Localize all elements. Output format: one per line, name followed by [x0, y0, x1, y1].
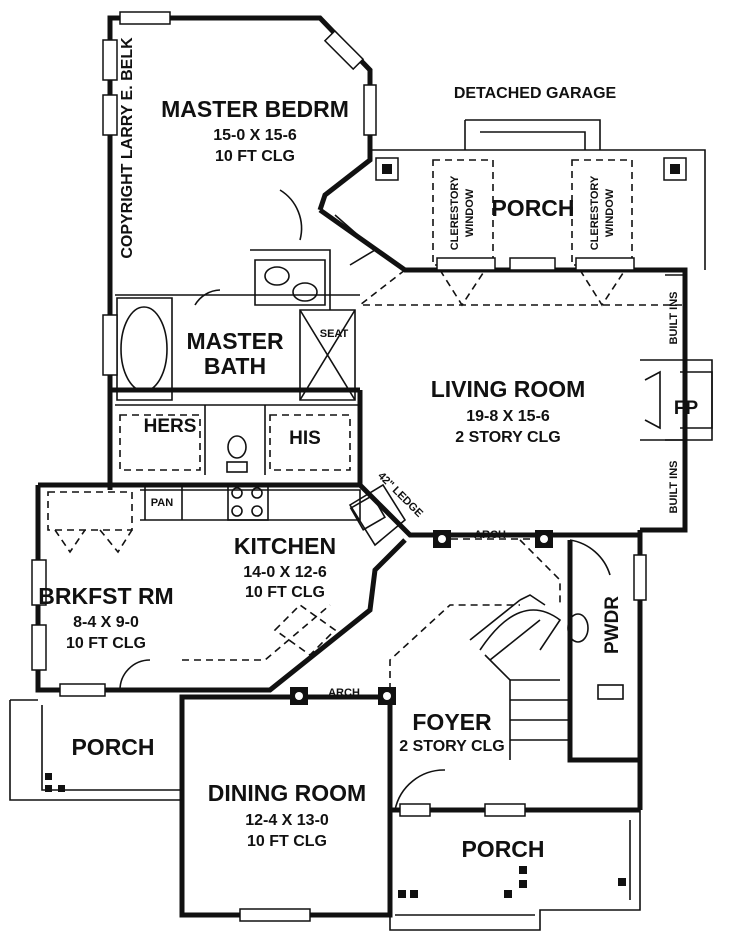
master-bedroom-ceiling: 10 FT CLG — [215, 148, 295, 165]
dining-room-size: 12-4 X 13-0 — [245, 812, 329, 829]
master-bedroom-size: 15-0 X 15-6 — [213, 127, 297, 144]
detached-garage-label: DETACHED GARAGE — [454, 85, 617, 102]
clerestory-left-line2: WINDOW — [464, 188, 476, 237]
breakfast-room-name: BRKFST RM — [38, 583, 173, 609]
built-ins-bottom-label: BUILT INS — [668, 461, 680, 514]
his-closet-label: HIS — [289, 428, 321, 449]
arches — [290, 530, 553, 705]
living-room-ceiling: 2 STORY CLG — [455, 429, 561, 446]
kitchen-structure — [47, 483, 407, 691]
fireplace-label: FP — [674, 398, 699, 419]
arch-lower-label: ARCH — [328, 687, 360, 699]
front-porch-structure — [389, 810, 641, 931]
master-bath-name-line2: BATH — [204, 353, 266, 379]
clerestory-left-line1: CLERESTORY — [449, 175, 461, 250]
living-room-size: 19-8 X 15-6 — [466, 408, 550, 425]
foyer-ceiling: 2 STORY CLG — [399, 738, 505, 755]
side-porch-label: PORCH — [71, 734, 154, 760]
rear-porch-label: PORCH — [491, 195, 574, 221]
front-porch-label: PORCH — [461, 836, 544, 862]
breakfast-room-size: 8-4 X 9-0 — [73, 614, 139, 631]
side-porch-structure — [9, 699, 182, 801]
kitchen-size: 14-0 X 12-6 — [243, 564, 327, 581]
foyer-name: FOYER — [412, 709, 492, 735]
built-ins-top-label: BUILT INS — [668, 292, 680, 345]
kitchen-name: KITCHEN — [234, 533, 336, 559]
master-bedroom-name: MASTER BEDRM — [161, 96, 349, 122]
foyer-structure — [389, 539, 624, 811]
living-room-name: LIVING ROOM — [431, 376, 586, 402]
copyright-text: COPYRIGHT LARRY E. BELK — [119, 37, 136, 259]
fireplace-structure — [640, 274, 713, 530]
windows — [31, 11, 647, 922]
kitchen-ceiling: 10 FT CLG — [245, 584, 325, 601]
master-bath-name-line1: MASTER — [186, 328, 284, 354]
rear-porch-structure — [357, 119, 706, 307]
powder-room-label: PWDR — [602, 596, 623, 654]
pantry-label: PAN — [151, 497, 173, 509]
hers-closet-label: HERS — [144, 416, 197, 437]
dining-room-name: DINING ROOM — [208, 780, 366, 806]
seat-label: SEAT — [320, 328, 349, 340]
arch-upper-label: ARCH — [474, 529, 506, 541]
clerestory-right-line1: CLERESTORY — [589, 175, 601, 250]
breakfast-room-ceiling: 10 FT CLG — [66, 635, 146, 652]
clerestory-right-line2: WINDOW — [604, 188, 616, 237]
dining-room-ceiling: 10 FT CLG — [247, 833, 327, 850]
